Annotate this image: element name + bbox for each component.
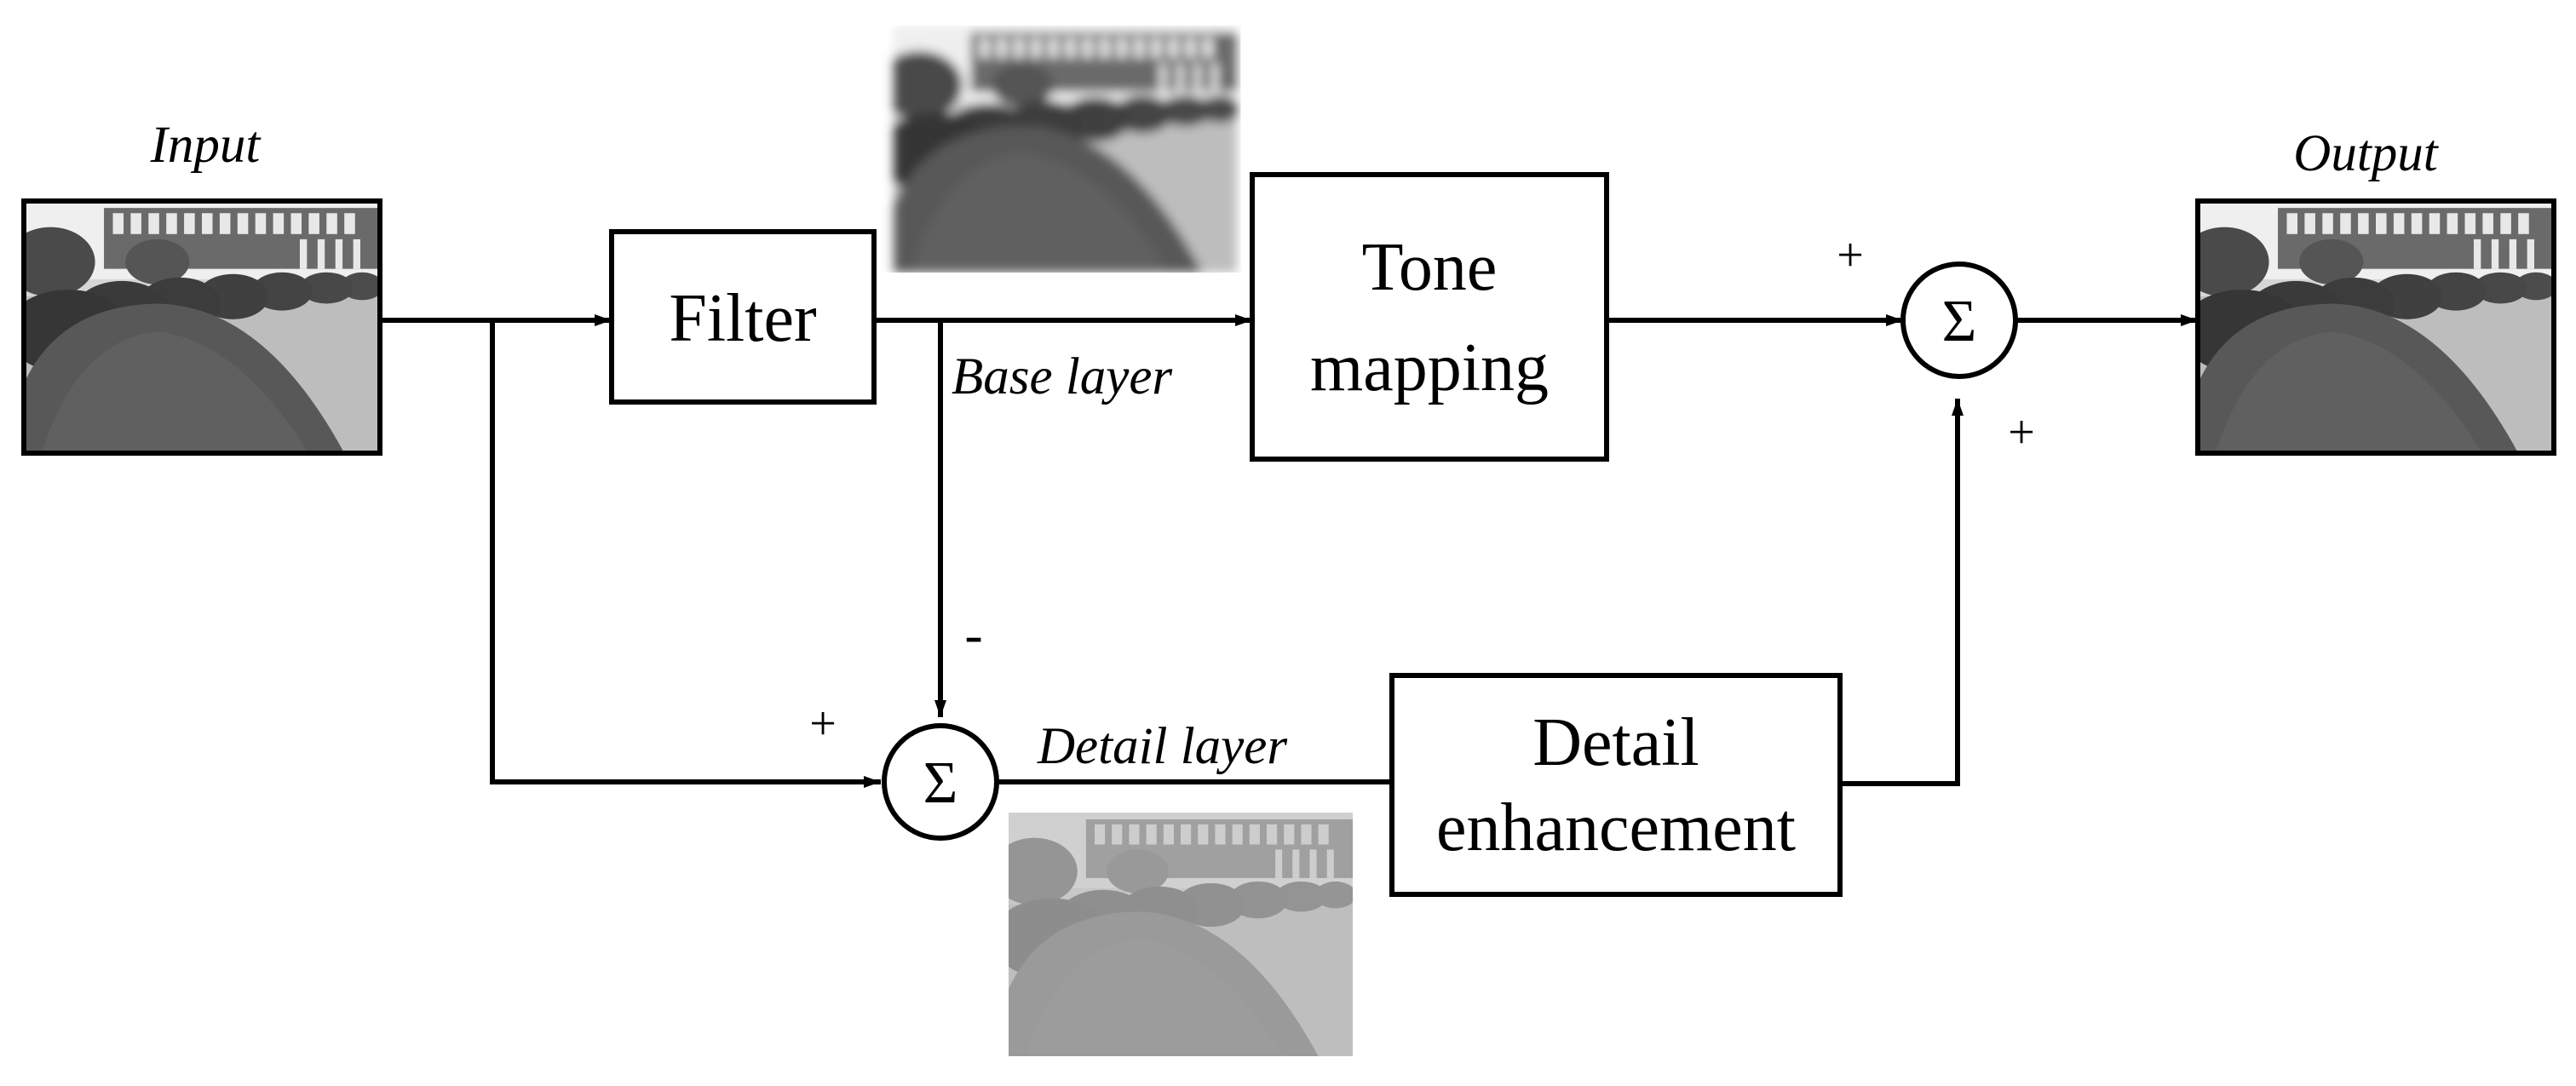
summer-upper: Σ bbox=[1900, 261, 2018, 379]
detail-enhancement-label-line1: Detail bbox=[1532, 705, 1699, 780]
minus-sign-lower: - bbox=[964, 604, 982, 664]
detail-layer-label: Detail layer bbox=[1037, 718, 1287, 775]
detail-layer-image bbox=[1009, 813, 1353, 1056]
arrow-detail-to-summer bbox=[1840, 399, 1964, 786]
filter-block: Filter bbox=[609, 229, 877, 405]
summer-upper-symbol: Σ bbox=[1942, 289, 1977, 354]
arrow-input-to-summer bbox=[490, 320, 881, 788]
filter-label: Filter bbox=[669, 281, 816, 356]
input-label: Input bbox=[150, 117, 262, 174]
output-image bbox=[2195, 198, 2556, 456]
tone-mapping-label-line2: mapping bbox=[1310, 330, 1549, 405]
summer-lower-symbol: Σ bbox=[923, 750, 958, 816]
plus-sign-lower: + bbox=[809, 698, 837, 750]
plus-sign-upper-bottom: + bbox=[2008, 406, 2035, 459]
output-label: Output bbox=[2293, 125, 2440, 182]
summer-lower: Σ bbox=[882, 723, 999, 841]
plus-sign-upper-left: + bbox=[1837, 229, 1864, 282]
input-image bbox=[21, 198, 382, 456]
tone-mapping-block: Tone mapping bbox=[1250, 172, 1609, 462]
base-layer-label: Base layer bbox=[952, 348, 1172, 405]
tone-mapping-label-line1: Tone bbox=[1362, 230, 1498, 305]
detail-enhancement-label-line2: enhancement bbox=[1436, 790, 1796, 865]
base-layer-image bbox=[894, 26, 1237, 273]
detail-enhancement-block: Detail enhancement bbox=[1389, 673, 1843, 897]
